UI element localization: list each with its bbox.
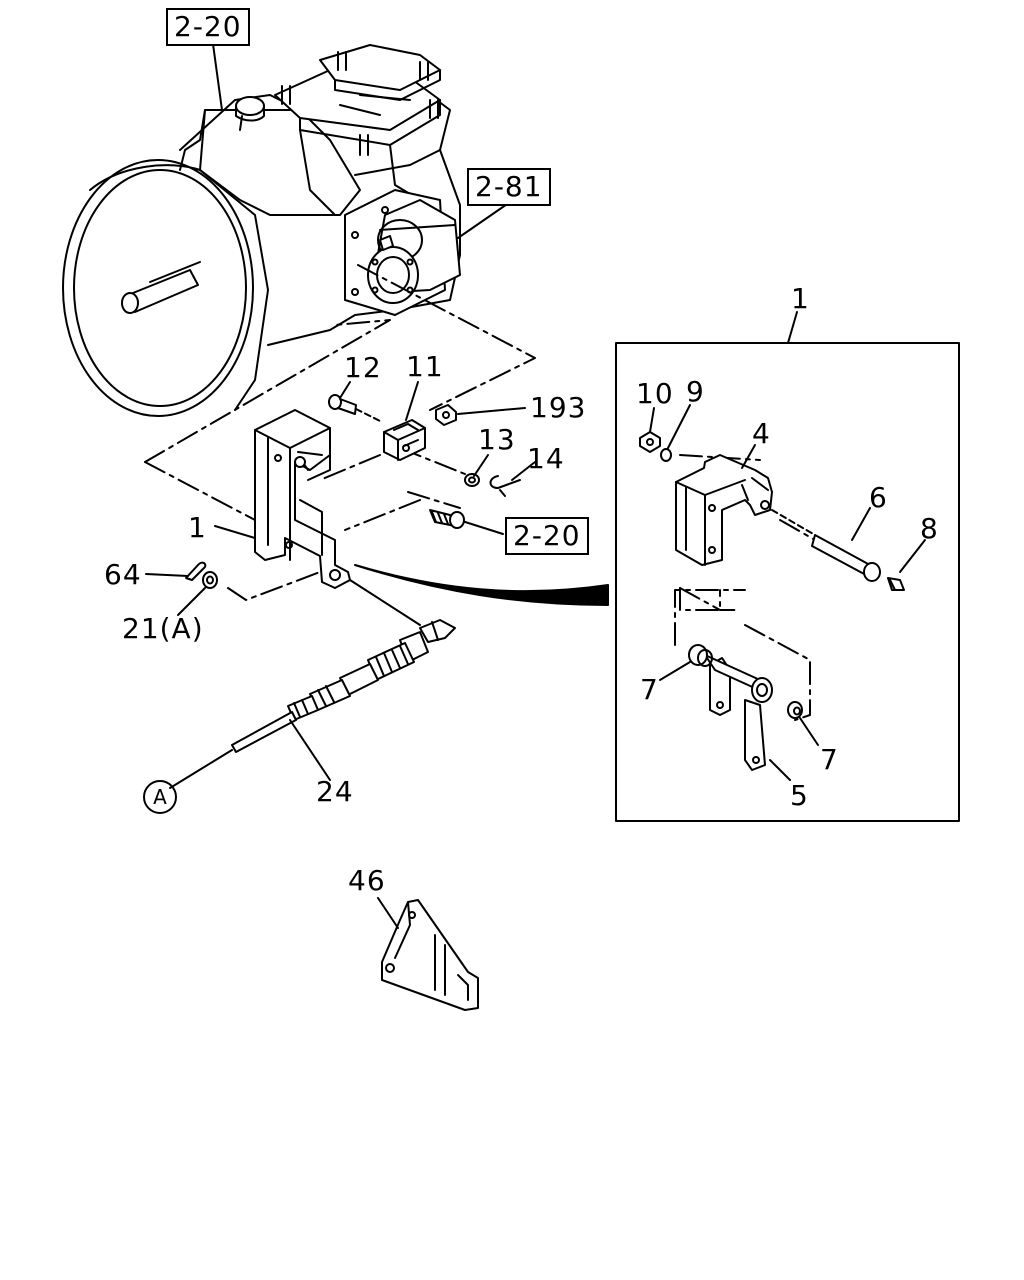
c46-leader (378, 898, 398, 928)
callout-8: 8 (920, 512, 939, 545)
bolt-ref (430, 510, 464, 528)
callout-1-detail: 1 (791, 282, 810, 315)
callout-11: 11 (406, 350, 444, 383)
detail-bushing-7-right (788, 702, 802, 718)
ref-side-leader (458, 200, 513, 238)
bolt-12 (329, 395, 380, 421)
detail-arrow (355, 565, 608, 605)
callout-7-left: 7 (640, 673, 659, 706)
detail-box (616, 343, 959, 821)
detail-washer-9 (661, 449, 671, 461)
callout-7-right: 7 (820, 743, 839, 776)
washer-13 (465, 474, 479, 486)
c1-detail-leader (788, 312, 797, 343)
callout-64: 64 (104, 558, 142, 591)
clip-14 (491, 476, 521, 496)
callout-10: 10 (636, 377, 674, 410)
detail-bracket-4 (676, 455, 772, 565)
callout-21a: 21(A) (122, 612, 204, 645)
mount-11 (384, 420, 425, 460)
callout-4: 4 (752, 417, 771, 450)
ref-box-side[interactable]: 2-81 (467, 168, 551, 206)
transmission-housing (63, 45, 460, 416)
phantom-lines (145, 265, 815, 720)
bracket-46 (382, 900, 478, 1010)
ref-top-leader (213, 44, 222, 110)
ref-box-top[interactable]: 2-20 (166, 8, 250, 46)
washer-21 (203, 572, 217, 588)
detail-grease-8 (888, 578, 904, 590)
callout-14: 14 (527, 442, 565, 475)
callout-1-main: 1 (188, 511, 207, 544)
detail-bushing-7-left (689, 645, 712, 666)
detail-nut-10 (640, 432, 660, 452)
callout-13: 13 (478, 423, 516, 456)
callout-193: 193 (530, 391, 587, 424)
callout-12: 12 (344, 351, 382, 384)
detail-lever-5 (705, 655, 772, 770)
callout-a-circle: A (143, 780, 177, 814)
cotter-pin-64 (186, 563, 205, 580)
callout-5: 5 (790, 779, 809, 812)
ref-box-bolt[interactable]: 2-20 (505, 517, 589, 555)
callout-6: 6 (869, 481, 888, 514)
control-bracket (255, 410, 350, 588)
detail-pin-6 (772, 510, 880, 581)
callout-24: 24 (316, 775, 354, 808)
nut-193 (436, 405, 456, 425)
callout-9: 9 (686, 375, 705, 408)
control-cable (170, 580, 455, 788)
ref-bolt-leader (462, 521, 503, 534)
callout-46: 46 (348, 864, 386, 897)
callout-leaders (146, 382, 925, 780)
